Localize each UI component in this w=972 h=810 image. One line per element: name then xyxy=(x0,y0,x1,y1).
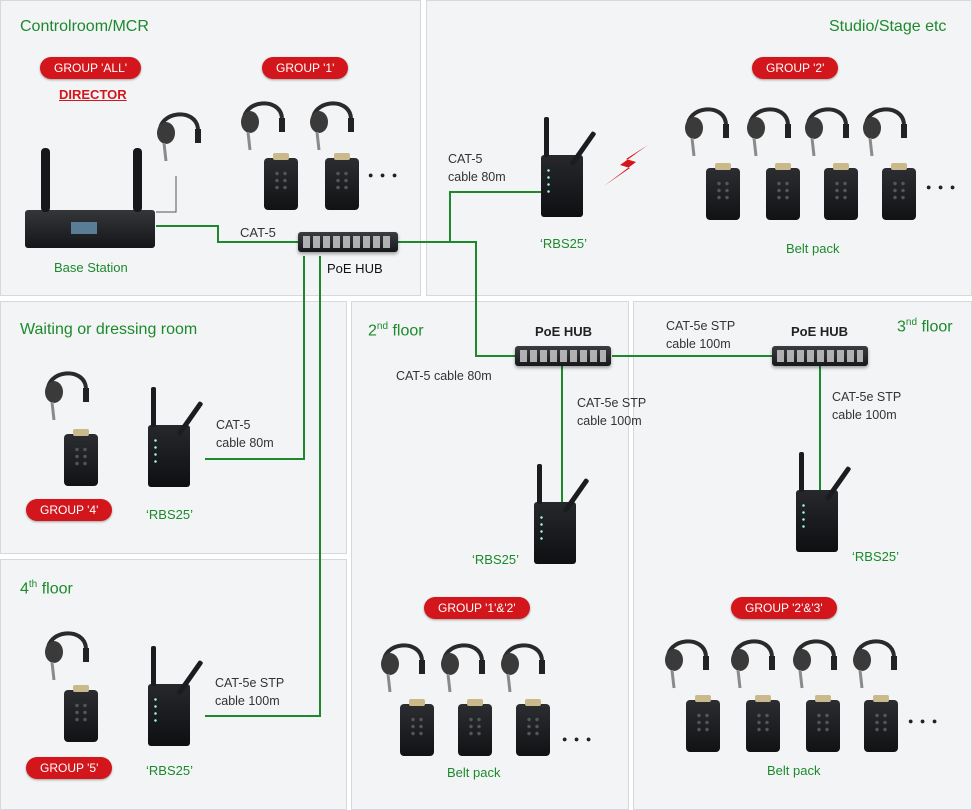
wire-base-to-hub xyxy=(156,225,300,243)
rbs25-device xyxy=(541,117,597,217)
rbs25-device xyxy=(148,387,204,487)
rbs25-label: ‘RBS25’ xyxy=(146,763,193,778)
headset-icon xyxy=(685,107,729,157)
headset-icon xyxy=(381,643,425,693)
floor-suffix: nd xyxy=(376,321,389,332)
group-1-badge: GROUP '1' xyxy=(262,57,349,79)
belt-pack-icon xyxy=(325,153,359,210)
belt-pack-label: Belt pack xyxy=(447,765,501,780)
headset-icon xyxy=(501,643,545,693)
headset-icon xyxy=(310,101,354,151)
floor4-cable-label: CAT-5e STP cable 100m xyxy=(215,676,285,708)
belt-pack-icon xyxy=(458,699,492,756)
main-cable-label: CAT-5 xyxy=(240,225,276,240)
belt-pack-icon xyxy=(806,695,840,752)
panel-title-floor2: 2nd floor xyxy=(368,321,424,340)
belt-pack-icon xyxy=(766,163,800,220)
floor-suffix: th xyxy=(28,579,38,590)
group-1-2-badge: GROUP '1'&'2' xyxy=(424,597,530,619)
floor-number: 2 xyxy=(368,322,377,340)
floor3-hub-label: PoE HUB xyxy=(791,324,849,339)
headset-icon xyxy=(45,631,89,681)
group-all-badge: GROUP 'ALL' xyxy=(40,57,142,79)
belt-pack-icon xyxy=(706,163,740,220)
headset-icon xyxy=(45,371,89,421)
group-2-badge: GROUP '2' xyxy=(752,57,839,79)
studio-cable-label: CAT-5 cable 80m xyxy=(448,152,506,184)
belt-pack-icon xyxy=(864,695,898,752)
headset-icon xyxy=(853,639,897,689)
base-station-label: Base Station xyxy=(54,260,128,275)
more-ellipsis: ● ● ● xyxy=(926,182,958,192)
more-ellipsis: ● ● ● xyxy=(908,716,940,726)
floor-word: floor xyxy=(37,580,73,598)
rbs25-device xyxy=(796,452,852,552)
headset-icon xyxy=(665,639,709,689)
belt-pack-icon xyxy=(882,163,916,220)
belt-pack-label: Belt pack xyxy=(786,241,840,256)
rbs25-label: ‘RBS25’ xyxy=(146,507,193,522)
more-ellipsis: ● ● ● xyxy=(368,170,400,180)
panel-title-floor4: 4th floor xyxy=(20,579,73,598)
wire-hub-to-studio xyxy=(398,191,541,243)
belt-pack-icon xyxy=(64,685,98,742)
wire-hub-to-floor2hub xyxy=(398,241,516,357)
headset-icon xyxy=(241,101,285,151)
floor2-cable-in-label: CAT-5 cable 80m xyxy=(396,369,492,383)
floor2-cable-rbs-label: CAT-5e STP cable 100m xyxy=(577,396,647,428)
belt-pack-icon xyxy=(264,153,298,210)
floor-number: 3 xyxy=(897,318,906,336)
belt-pack-icon xyxy=(400,699,434,756)
belt-pack-icon xyxy=(746,695,780,752)
rbs25-label: ‘RBS25’ xyxy=(852,549,899,564)
headset-icon xyxy=(157,112,201,162)
rbs25-device xyxy=(534,464,590,564)
base-station-device xyxy=(25,148,155,248)
group-5-badge: GROUP '5' xyxy=(26,757,113,779)
headset-icon xyxy=(793,639,837,689)
floor-word: floor xyxy=(917,318,953,336)
headset-cable xyxy=(156,176,177,213)
belt-pack-icon xyxy=(824,163,858,220)
director-label: DIRECTOR xyxy=(59,87,127,102)
panel-title-studio: Studio/Stage etc xyxy=(829,18,947,35)
belt-pack-icon xyxy=(516,699,550,756)
belt-pack-label: Belt pack xyxy=(767,763,821,778)
headset-icon xyxy=(805,107,849,157)
belt-pack-icon xyxy=(686,695,720,752)
wire-hub-to-floor4 xyxy=(205,256,321,717)
floor-number: 4 xyxy=(20,580,29,598)
more-ellipsis: ● ● ● xyxy=(562,734,594,744)
rbs25-device xyxy=(148,646,204,746)
main-hub-label: PoE HUB xyxy=(327,261,383,276)
headset-icon xyxy=(747,107,791,157)
wireless-bolt-icon xyxy=(604,145,648,186)
poe-hub-main xyxy=(298,232,398,252)
panel-title-controlroom: Controlroom/MCR xyxy=(20,18,149,35)
poe-hub-floor3 xyxy=(772,346,868,366)
floor-word: floor xyxy=(388,322,424,340)
headset-icon xyxy=(731,639,775,689)
panel-title-waiting: Waiting or dressing room xyxy=(20,321,198,338)
floor2-hub-label: PoE HUB xyxy=(535,324,593,339)
wire-hub-to-waiting xyxy=(205,256,305,460)
panel-title-floor3: 3nd floor xyxy=(897,317,953,336)
floor-suffix: nd xyxy=(905,317,918,328)
panel-studio xyxy=(426,0,972,296)
headset-icon xyxy=(863,107,907,157)
floor3-cable-rbs-label: CAT-5e STP cable 100m xyxy=(832,390,902,422)
headset-icon xyxy=(441,643,485,693)
group-4-badge: GROUP '4' xyxy=(26,499,113,521)
poe-hub-floor2 xyxy=(515,346,611,366)
rbs25-label: ‘RBS25’ xyxy=(472,552,519,567)
waiting-cable-label: CAT-5 cable 80m xyxy=(216,418,274,450)
belt-pack-icon xyxy=(64,429,98,486)
group-2-3-badge: GROUP '2'&'3' xyxy=(731,597,837,619)
floor3-cable-link-label: CAT-5e STP cable 100m xyxy=(666,319,736,351)
rbs25-label: ‘RBS25’ xyxy=(540,236,587,251)
